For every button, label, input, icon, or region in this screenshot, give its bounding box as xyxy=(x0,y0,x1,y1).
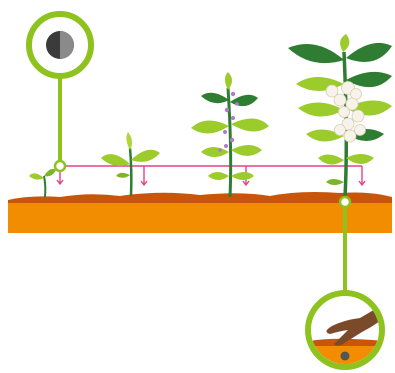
soil-surface xyxy=(8,192,392,203)
callout-anchor xyxy=(340,197,350,207)
drop-indicator-4 xyxy=(359,166,365,185)
flowering-plant-icon xyxy=(191,72,269,197)
drop-indicator-2 xyxy=(141,166,147,185)
seed-icon xyxy=(341,352,350,361)
callout-anchor xyxy=(55,161,65,171)
half-moon-icon xyxy=(46,31,74,59)
seedling-icon xyxy=(29,169,56,197)
soil xyxy=(8,192,392,233)
mature-plant-with-bulbs-icon xyxy=(288,34,392,197)
top-left-callout xyxy=(29,14,91,171)
young-plant-icon xyxy=(101,132,160,196)
soil-body xyxy=(8,200,392,233)
